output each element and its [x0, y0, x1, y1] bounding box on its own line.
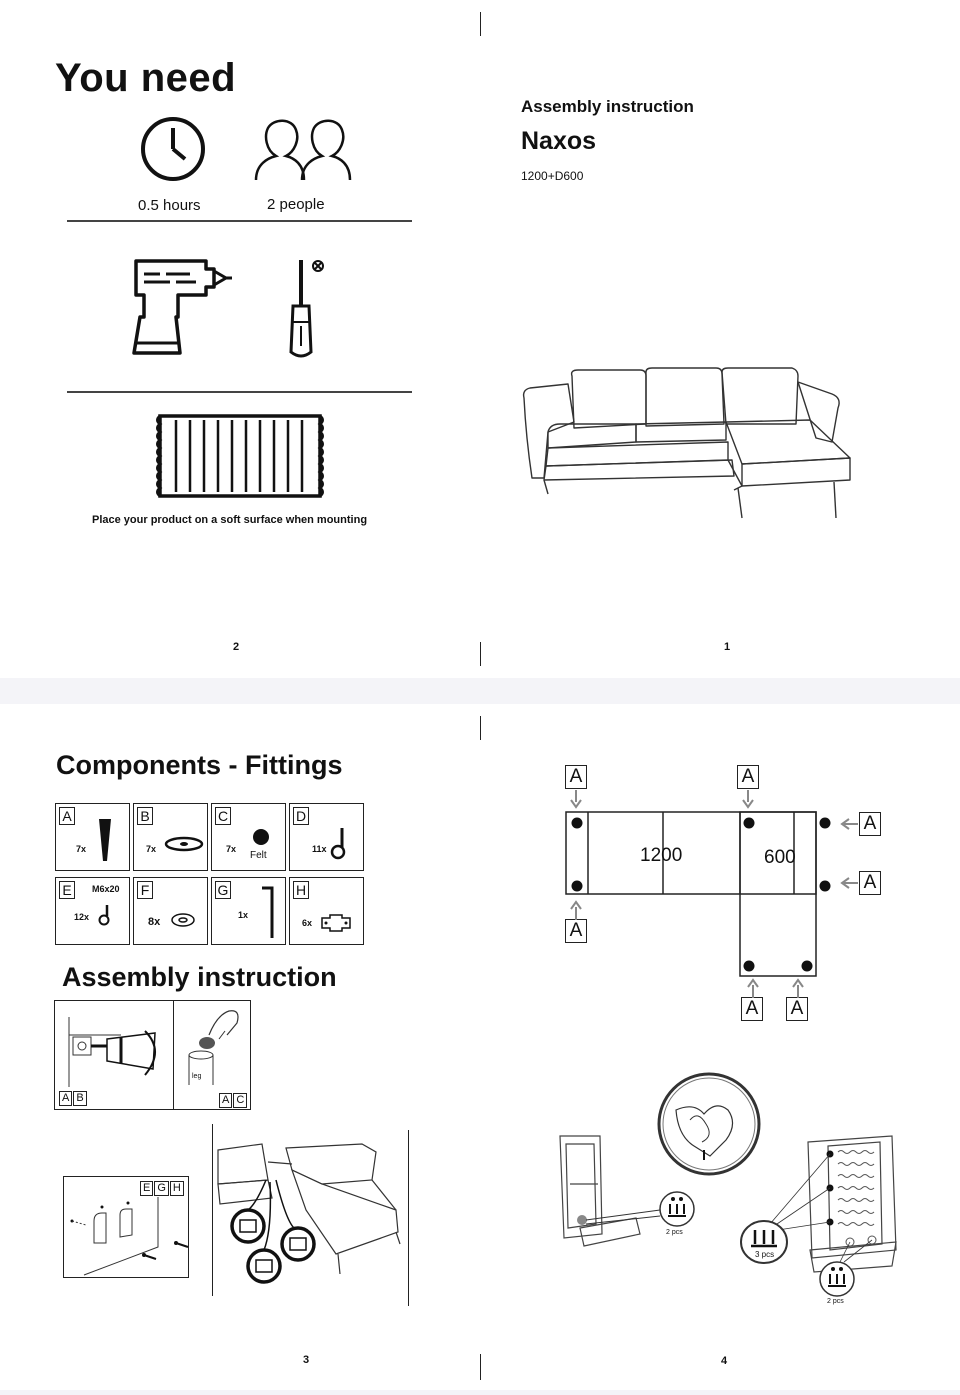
- screwdriver-icon: [289, 260, 324, 358]
- time-label: 0.5 hours: [138, 197, 201, 214]
- allen-key-icon: [262, 886, 274, 938]
- fold-mark-top: [480, 12, 481, 36]
- leg-a-label: A: [859, 812, 881, 836]
- divider-1: [67, 220, 412, 222]
- part-cell-d: D 11x: [289, 803, 364, 871]
- leg-a-label: A: [565, 765, 587, 789]
- product-name: Naxos: [521, 127, 597, 155]
- page-number-3: 3: [303, 1354, 310, 1366]
- felt-pad-step: [188, 1010, 239, 1085]
- part-cell-h: H 6x: [289, 877, 364, 945]
- leg-a-label: A: [786, 997, 808, 1021]
- arrow-up-icon: [792, 978, 804, 998]
- assembly-instruction-title: Assembly instruction: [62, 962, 337, 992]
- part-qty: 7x: [76, 844, 87, 854]
- dimension-main: 1200: [640, 845, 683, 866]
- part-qty: 6x: [302, 918, 313, 928]
- part-qty: 7x: [226, 844, 237, 854]
- part-qty: 12x: [74, 912, 90, 922]
- you-need-title: You need: [55, 56, 237, 100]
- page-number-1: 1: [724, 641, 731, 653]
- dimension-chaise: 600: [764, 847, 796, 868]
- leg-label: leg: [192, 1073, 202, 1080]
- step4-left-border: [212, 1124, 213, 1296]
- part-cell-a: A 7x: [55, 803, 130, 871]
- arrow-up-icon: [747, 978, 759, 998]
- fold-mark-bottom: [480, 642, 481, 666]
- arrow-down-icon: [742, 790, 754, 809]
- arrow-down-icon: [570, 790, 582, 809]
- step4-right-border: [408, 1130, 409, 1306]
- clock-icon: [141, 117, 205, 181]
- components-title: Components - Fittings: [56, 750, 343, 780]
- part-cell-g: G 1x: [211, 877, 286, 945]
- people-label: 2 people: [267, 196, 325, 213]
- part-qty: 1x: [238, 910, 249, 920]
- arrow-up-icon: [570, 900, 582, 920]
- bracket-mounting-illustration: [70, 1197, 189, 1276]
- sofa-connection-illustration: [217, 1143, 401, 1284]
- leg-mounting-step-a: [68, 1017, 156, 1087]
- arrow-left-icon: [840, 818, 858, 830]
- soft-mat-icon: [156, 414, 324, 498]
- felt-pad-icon: [253, 829, 269, 845]
- detail-magnifier-illustration: [657, 1072, 761, 1176]
- part-letter: A: [59, 807, 75, 825]
- fold-mark-top: [480, 716, 481, 740]
- part-cell-f: F 8x: [133, 877, 208, 945]
- arrow-left-icon: [840, 877, 858, 889]
- qty-2pcs-label-b: 2 pcs: [827, 1298, 844, 1305]
- part-letter: G: [215, 881, 231, 899]
- part-letter: E: [59, 881, 75, 899]
- page-number-4: 4: [721, 1355, 728, 1367]
- frame-connection-left-illustration: [559, 1135, 661, 1247]
- part-cell-b: B 7x: [133, 803, 208, 871]
- qty-3pcs-label: 3 pcs: [755, 1250, 775, 1259]
- bolt-3pcs-callout: [740, 1220, 788, 1264]
- sofa-illustration: [522, 367, 851, 519]
- part-cell-e: E M6x20 12x: [55, 877, 130, 945]
- washer-icon: [171, 913, 195, 927]
- soft-surface-note: Place your product on a soft surface whe…: [92, 514, 368, 526]
- qty-2pcs-label: 2 pcs: [666, 1229, 683, 1236]
- fold-mark-bottom: [480, 1354, 481, 1380]
- bracket-icon: [321, 914, 351, 932]
- part-qty: 8x: [148, 916, 161, 928]
- leg-layout-diagram: [565, 811, 831, 977]
- part-letter: C: [215, 807, 231, 825]
- divider-2: [67, 391, 412, 393]
- bolt-2pcs-callout-b: [819, 1261, 855, 1297]
- part-extra: M6x20: [92, 884, 120, 894]
- part-letter: B: [137, 807, 153, 825]
- people-icon: [254, 119, 352, 181]
- part-qty: 11x: [312, 844, 327, 854]
- leg-a-label: A: [859, 871, 881, 895]
- part-qty: 7x: [146, 844, 157, 854]
- part-extra: Felt: [250, 850, 267, 861]
- leader-lines: [769, 1153, 873, 1263]
- assembly-instruction-subtitle: Assembly instruction: [521, 97, 694, 116]
- washer-plate-icon: [164, 836, 204, 852]
- screw-icon: [330, 828, 346, 860]
- spread-pages-2-1: You need 0.5 hours 2 people: [0, 0, 960, 678]
- leg-a-label: A: [565, 919, 587, 943]
- leg-a-label: A: [741, 997, 763, 1021]
- drill-icon: [132, 259, 232, 355]
- leg-icon: [99, 819, 111, 861]
- product-variant: 1200+D600: [521, 169, 584, 183]
- leg-a-label: A: [737, 765, 759, 789]
- page-number-2: 2: [233, 641, 240, 653]
- part-letter: H: [293, 881, 309, 899]
- bolt-2pcs-callout: [659, 1191, 695, 1227]
- part-letter: F: [137, 881, 153, 899]
- part-cell-c: C 7x Felt: [211, 803, 286, 871]
- bolt-icon: [98, 905, 110, 926]
- part-letter: D: [293, 807, 309, 825]
